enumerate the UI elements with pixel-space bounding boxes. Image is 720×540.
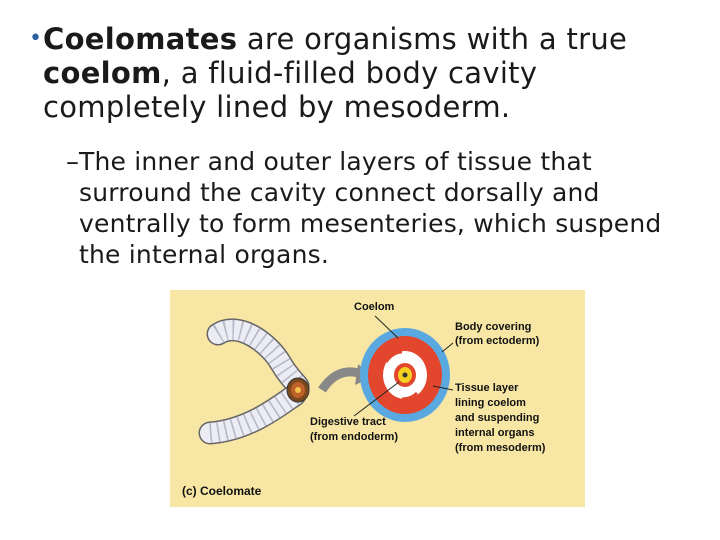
term-coelomates: Coelomates (42, 22, 238, 56)
label-coelom: Coelom (354, 301, 395, 313)
worm-illustration (198, 318, 310, 445)
sub-bullet: – The inner and outer layers of tissue t… (66, 146, 686, 270)
figure-caption: (c) Coelomate (182, 484, 262, 498)
bullet-text-part-1: are organisms with a true (237, 22, 628, 56)
label-body-covering-2: (from ectoderm) (455, 335, 540, 347)
cross-section (360, 328, 450, 422)
bullet-dot-icon: • (29, 26, 42, 51)
label-tissue-4: internal organs (455, 427, 534, 439)
sub-bullet-text: The inner and outer layers of tissue tha… (79, 147, 662, 269)
sub-bullet-dash: – (66, 147, 79, 177)
label-tissue-1: Tissue layer (455, 382, 519, 394)
label-tissue-3: and suspending (455, 412, 539, 424)
coelomate-diagram: Coelom Body covering (from ectoderm) Tis… (182, 301, 546, 498)
bullet-text-part-2: , a fluid-filled body cavity completely … (42, 56, 538, 124)
term-coelom: coelom (42, 56, 162, 90)
coelomate-figure: Coelom Body covering (from ectoderm) Tis… (170, 290, 585, 507)
label-tissue-5: (from mesoderm) (455, 442, 546, 454)
label-body-covering-1: Body covering (455, 321, 531, 333)
label-digestive-2: (from endoderm) (310, 431, 398, 443)
label-tissue-2: lining coelom (455, 397, 526, 409)
label-digestive-1: Digestive tract (310, 416, 386, 428)
main-bullet-text: Coelomates are organisms with a true coe… (43, 22, 706, 124)
main-bullet: • Coelomates are organisms with a true c… (26, 22, 706, 124)
